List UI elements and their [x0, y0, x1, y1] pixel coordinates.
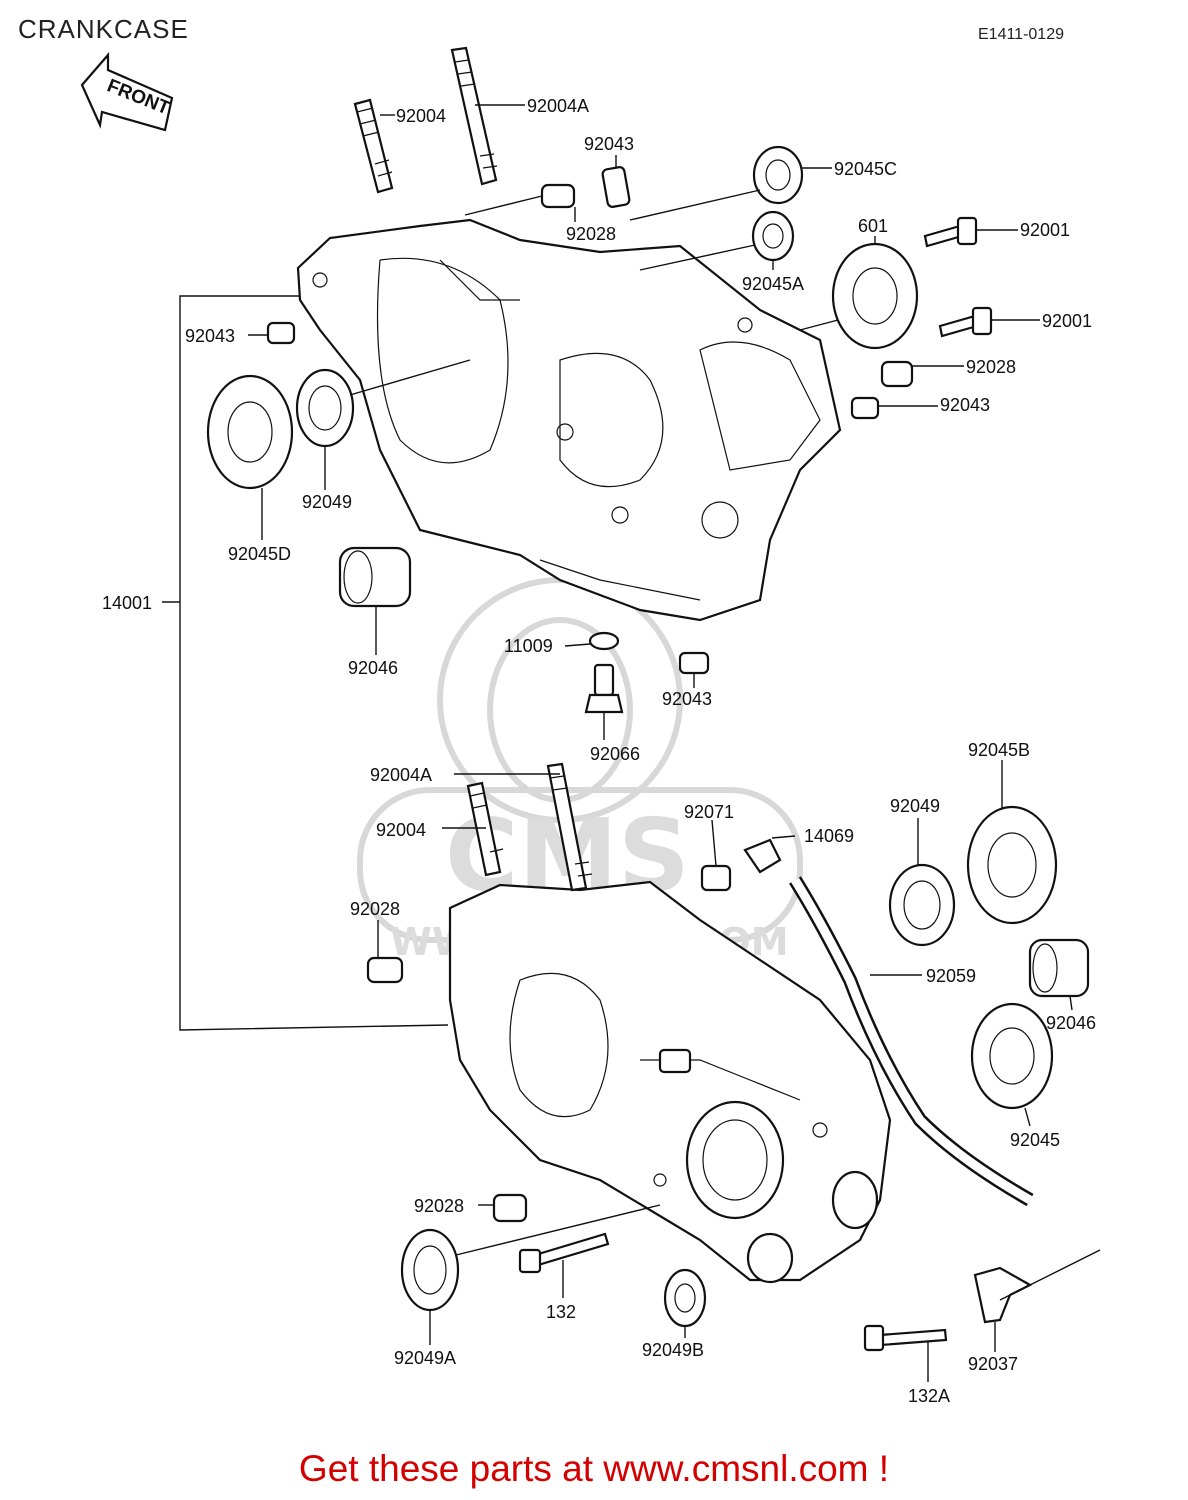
label-11009: 11009	[504, 636, 553, 656]
bearing-92045D	[206, 374, 294, 490]
label-92045A: 92045A	[742, 274, 804, 294]
label-92045: 92045	[1010, 1130, 1060, 1150]
dowel-92043-bottom	[678, 651, 710, 675]
label-92046-right: 92046	[1046, 1013, 1096, 1033]
bush-92028-right	[880, 360, 914, 388]
label-132: 132	[546, 1302, 576, 1322]
bolt-132	[518, 1232, 610, 1274]
label-92046-top: 92046	[348, 658, 398, 678]
stud-92004A-top	[450, 46, 498, 186]
label-92045D: 92045D	[228, 544, 291, 564]
seal-92049B	[663, 1268, 707, 1328]
leader-lines	[162, 104, 1101, 1382]
label-92049A: 92049A	[394, 1348, 456, 1368]
label-92043-bottom: 92043	[662, 689, 712, 709]
washer-11009	[588, 631, 620, 651]
dowel-92043-right	[850, 396, 880, 420]
bolt-92001-a	[923, 216, 978, 248]
label-601: 601	[858, 216, 888, 236]
dowel-92043-left	[266, 321, 296, 345]
bush-92028-left	[366, 956, 404, 984]
label-92004A-bottom: 92004A	[370, 765, 432, 785]
label-14069: 14069	[804, 826, 854, 846]
bush-92028-top	[464, 183, 576, 216]
bearing-92045	[970, 1002, 1054, 1110]
hose-92059	[743, 838, 1034, 1207]
fitting-92071	[700, 864, 732, 892]
label-92028-top: 92028	[566, 224, 616, 244]
label-132A: 132A	[908, 1386, 950, 1406]
label-92049B: 92049B	[642, 1340, 704, 1360]
stud-92004A-bottom	[546, 762, 593, 892]
label-92001-a: 92001	[1020, 220, 1070, 240]
clamp-92037	[973, 1266, 1033, 1324]
stud-92004-top	[353, 98, 394, 194]
label-92004-top: 92004	[396, 106, 446, 126]
bearing-92045A	[639, 210, 795, 271]
bearing-92045C	[629, 145, 804, 221]
label-92045B: 92045B	[968, 740, 1030, 760]
bush-92028-lower	[492, 1193, 528, 1223]
label-92049-right: 92049	[890, 796, 940, 816]
label-92066: 92066	[590, 744, 640, 764]
bearing-601	[799, 242, 919, 350]
stud-92004-bottom	[466, 781, 504, 877]
label-92043-left: 92043	[185, 326, 235, 346]
diagram-title: CRANKCASE	[18, 14, 189, 44]
diagram-code: E1411-0129	[978, 26, 1064, 43]
upper-crankcase-half	[296, 218, 842, 622]
label-92043-top: 92043	[584, 134, 634, 154]
front-arrow-icon: FRONT	[80, 52, 174, 132]
dowel-92043-top	[601, 166, 631, 208]
part-labels: 92004 92004A 92043 92028 92045C 92045A 6…	[102, 96, 1096, 1406]
label-92043-right: 92043	[940, 395, 990, 415]
label-92071: 92071	[684, 802, 734, 822]
needle-bearing-92046-right	[1028, 938, 1090, 998]
label-92004A-top: 92004A	[527, 96, 589, 116]
seal-92049A	[400, 1228, 460, 1312]
lower-crankcase-half	[448, 880, 892, 1284]
bolt-132A	[863, 1324, 948, 1352]
seal-92049-right	[888, 863, 956, 947]
label-92045C: 92045C	[834, 159, 897, 179]
label-92001-b: 92001	[1042, 311, 1092, 331]
footer-link-text[interactable]: Get these parts at www.cmsnl.com !	[298, 1448, 890, 1489]
label-92037: 92037	[968, 1354, 1018, 1374]
label-92028-right: 92028	[966, 357, 1016, 377]
bolt-92001-b	[938, 306, 993, 338]
drain-plug-92066	[584, 663, 624, 714]
needle-bearing-92046-top	[338, 546, 412, 608]
label-92059: 92059	[926, 966, 976, 986]
label-92004-bottom: 92004	[376, 820, 426, 840]
label-14001: 14001	[102, 593, 152, 613]
label-92049-top: 92049	[302, 492, 352, 512]
label-92028-lower: 92028	[414, 1196, 464, 1216]
label-92028-left: 92028	[350, 899, 400, 919]
bearing-92045B	[966, 805, 1058, 925]
